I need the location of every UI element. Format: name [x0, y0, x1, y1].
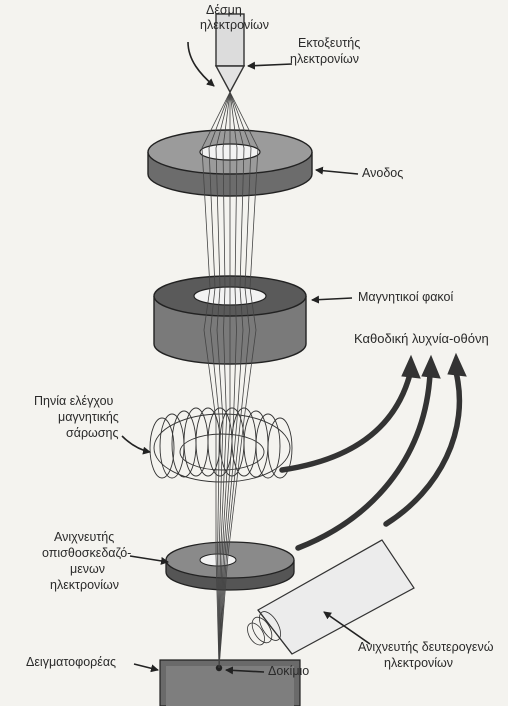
lenses-label: Μαγνητικοί φακοί — [358, 290, 453, 305]
coils-label-1: Πηνία ελέγχου — [34, 394, 113, 409]
bse-pointer — [130, 556, 168, 562]
holder-pointer — [134, 664, 158, 670]
bse-label-2: οπισθοσκεδαζό- — [42, 546, 131, 561]
specimen-label: Δοκίμιο — [268, 664, 309, 679]
holder-label: Δειγματοφορέας — [26, 655, 116, 670]
coils-pointer — [122, 436, 150, 452]
anode-label: Ανοδος — [362, 166, 403, 181]
scan-coils — [150, 408, 292, 482]
signal-arrow-scan — [282, 374, 410, 470]
gun-pointer — [248, 64, 292, 66]
gun-label-1: Εκτοξευτής — [298, 36, 360, 51]
crt-label: Καθοδική λυχνία-οθόνη — [354, 331, 489, 346]
beam-label-1: Δέσμη — [206, 3, 242, 18]
signal-head-2 — [422, 356, 440, 378]
bse-label-1: Ανιχνευτής — [54, 530, 114, 545]
signal-arrow-se — [386, 372, 459, 524]
signal-head-1 — [402, 356, 420, 378]
signal-arrows — [282, 354, 466, 548]
se-label-1: Ανιχνευτής δευτερογενώ — [358, 640, 494, 655]
backscatter-detector — [166, 542, 294, 590]
signal-head-3 — [448, 354, 466, 376]
coils-label-2: μαγνητικής — [58, 410, 119, 425]
bse-label-4: ηλεκτρονίων — [50, 578, 119, 593]
beam-pointer — [188, 42, 214, 86]
lenses-pointer — [312, 298, 352, 300]
anode-pointer — [316, 170, 358, 174]
beam-label-2: ηλεκτρονίων — [200, 18, 269, 33]
coils-label-3: σάρωσης — [66, 426, 119, 441]
gun-label-2: ηλεκτρονίων — [290, 52, 359, 67]
se-label-2: ηλεκτρονίων — [384, 656, 453, 671]
bse-label-3: μενων — [70, 562, 105, 577]
